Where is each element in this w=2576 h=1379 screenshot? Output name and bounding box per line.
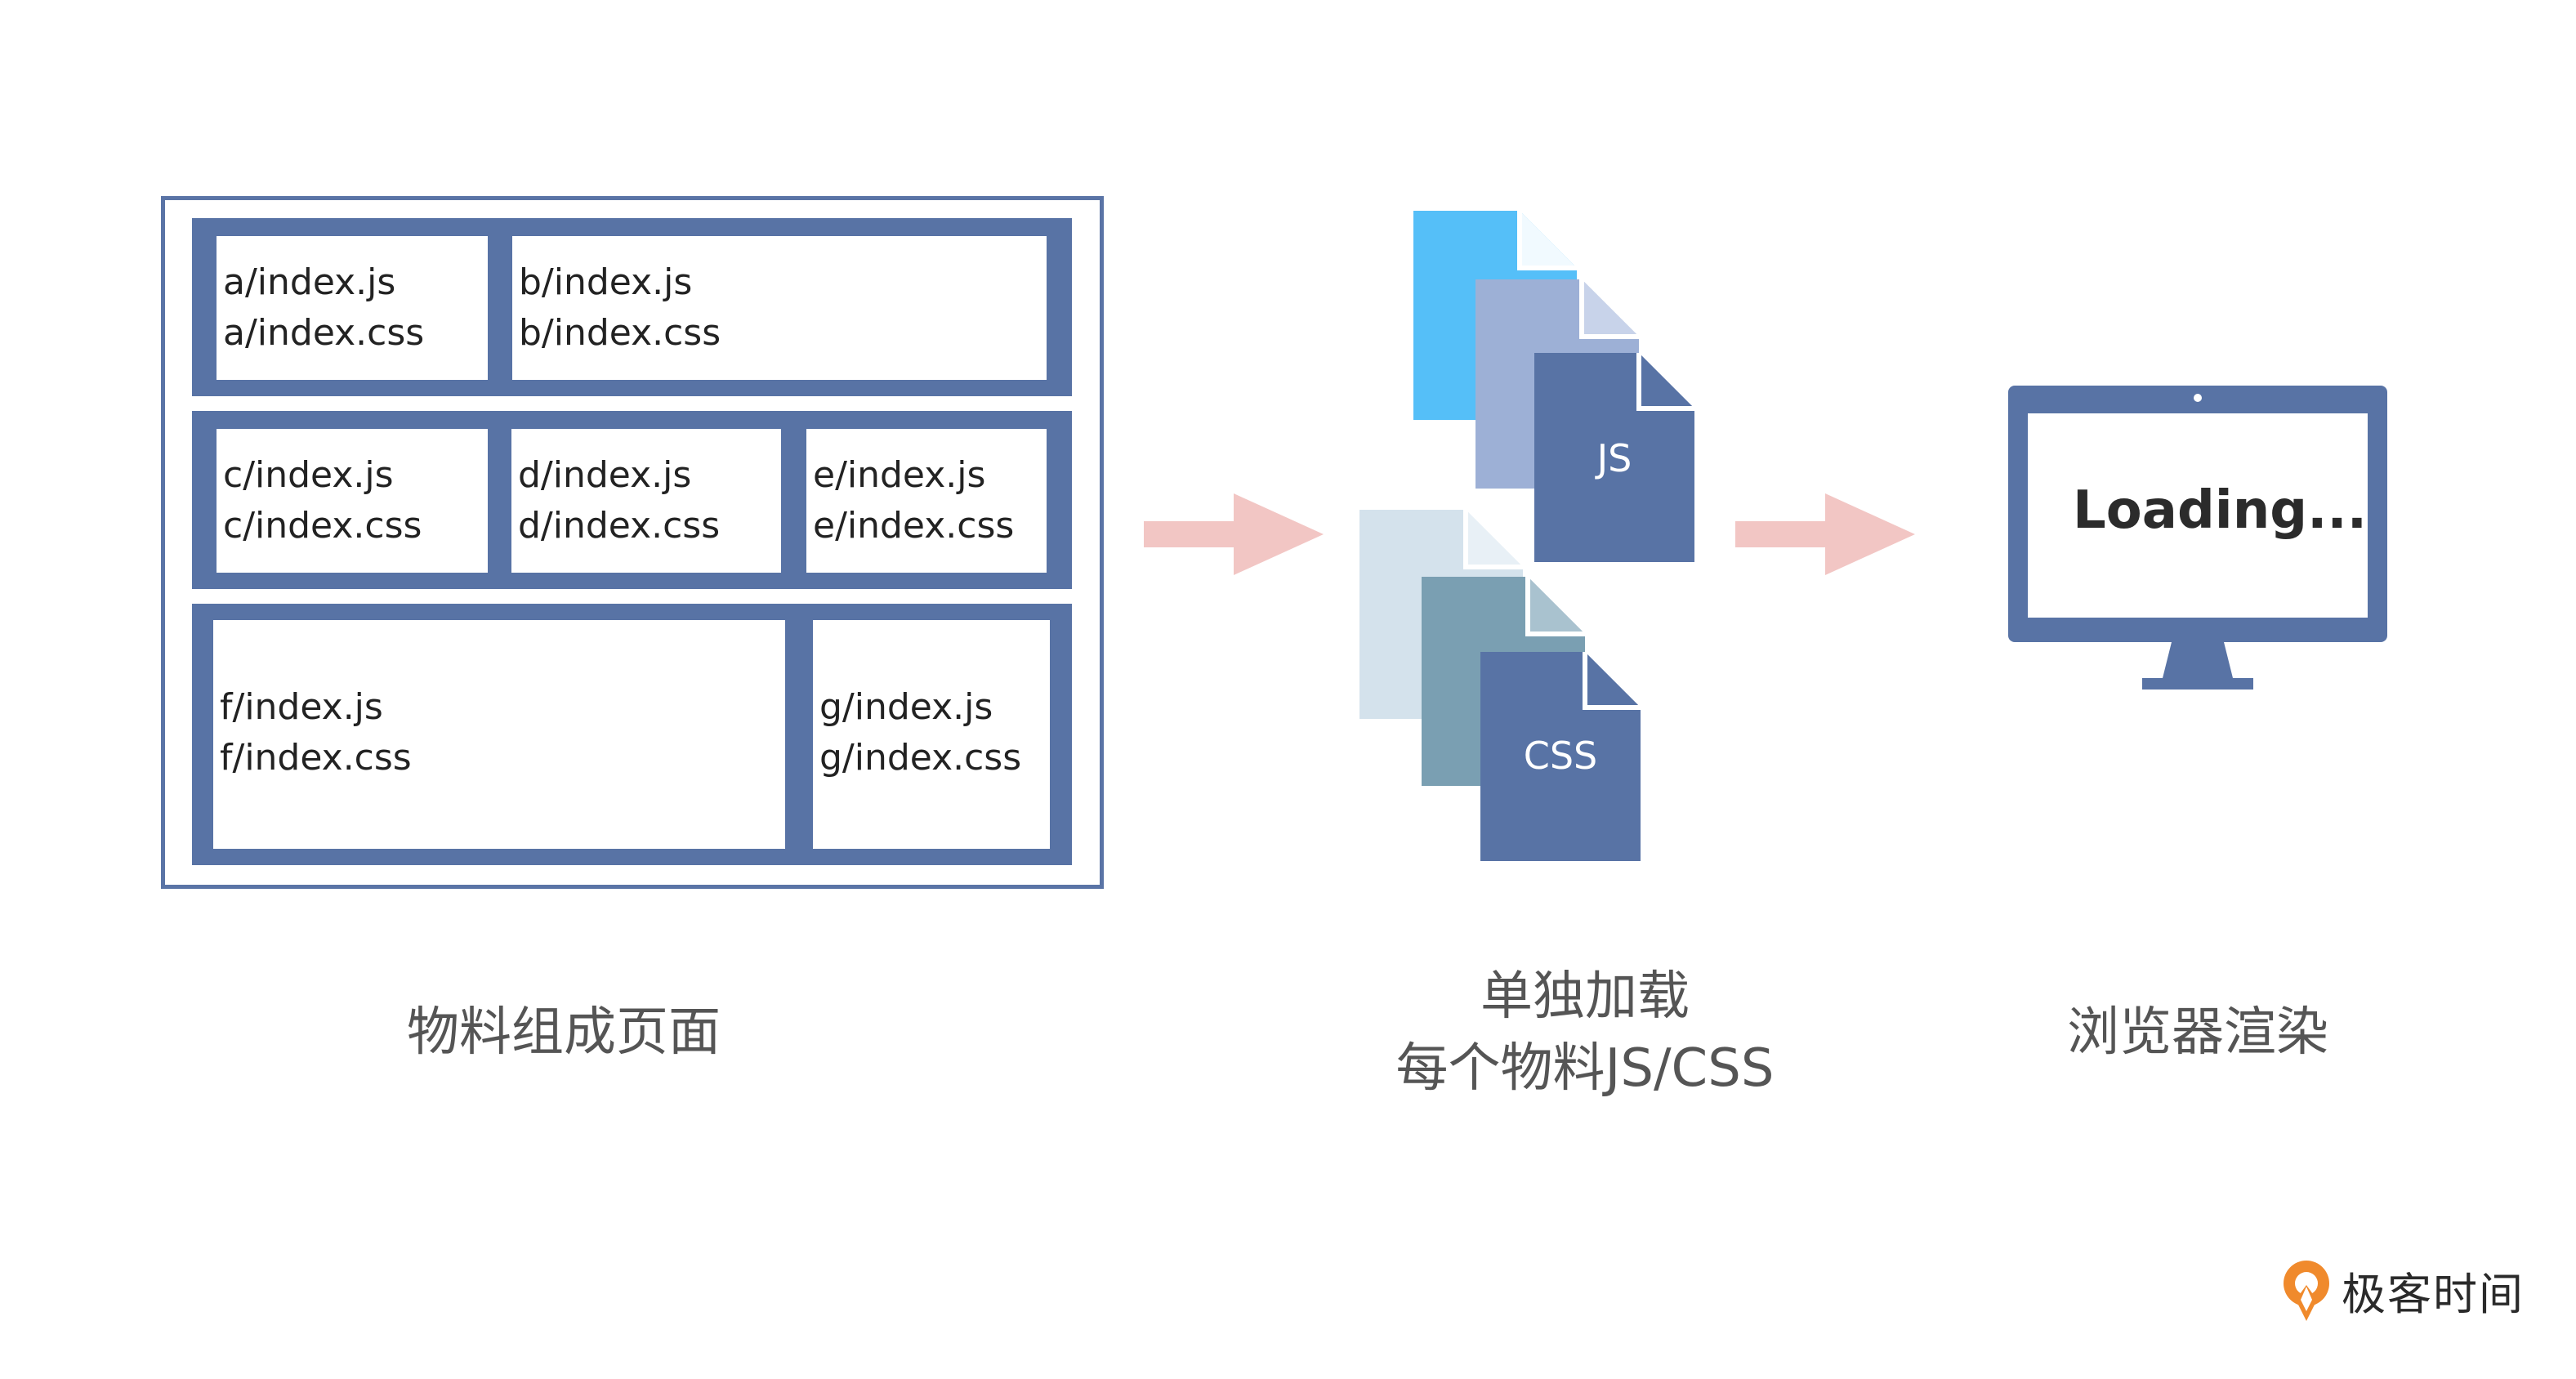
module-b-js: b/index.js [519,261,693,303]
file-css-front [1480,652,1641,861]
caption-right: 浏览器渲染 [2067,1002,2328,1063]
module-g: g/index.js g/index.css [813,620,1050,849]
caption-left: 物料组成页面 [407,1002,721,1063]
module-g-js: g/index.js [819,686,993,728]
page-row-2: c/index.js c/index.css d/index.js d/inde… [192,411,1072,589]
caption-middle-line2: 每个物料JS/CSS [1395,1038,1775,1099]
module-b: b/index.js b/index.css [512,236,1047,380]
module-b-css: b/index.css [519,312,721,354]
page-frame: a/index.js a/index.css b/index.js b/inde… [161,196,1104,889]
module-e: e/index.js e/index.css [806,429,1047,573]
module-a-css: a/index.css [223,312,425,354]
page-row-1: a/index.js a/index.css b/index.js b/inde… [192,218,1072,396]
module-c-js: c/index.js [223,454,394,496]
module-f-css: f/index.css [220,737,412,779]
module-d-css: d/index.css [518,505,721,547]
file-js-label: JS [1596,436,1632,480]
file-css-label: CSS [1523,734,1598,778]
module-g-css: g/index.css [819,737,1022,779]
module-a: a/index.js a/index.css [217,236,488,380]
module-f-js: f/index.js [220,686,383,728]
file-js-front [1534,353,1694,562]
brand-name: 极客时间 [2342,1268,2525,1320]
page-row-3: f/index.js f/index.css g/index.js g/inde… [192,604,1072,865]
monitor-loading-text: Loading... [2073,480,2367,541]
geektime-logo-icon [2284,1261,2329,1321]
arrow-to-browser [1735,493,1915,575]
module-d: d/index.js d/index.css [511,429,781,573]
module-e-js: e/index.js [813,454,986,496]
monitor-icon [2008,386,2387,690]
module-f: f/index.js f/index.css [213,620,785,849]
caption-middle-line1: 单独加载 [1480,966,1690,1027]
module-c: c/index.js c/index.css [217,429,488,573]
brand-logo: 极客时间 [2279,1253,2525,1327]
arrow-to-files [1144,493,1324,575]
module-e-css: e/index.css [813,505,1015,547]
module-c-css: c/index.css [223,505,422,547]
module-a-js: a/index.js [223,261,396,303]
module-d-js: d/index.js [518,454,692,496]
